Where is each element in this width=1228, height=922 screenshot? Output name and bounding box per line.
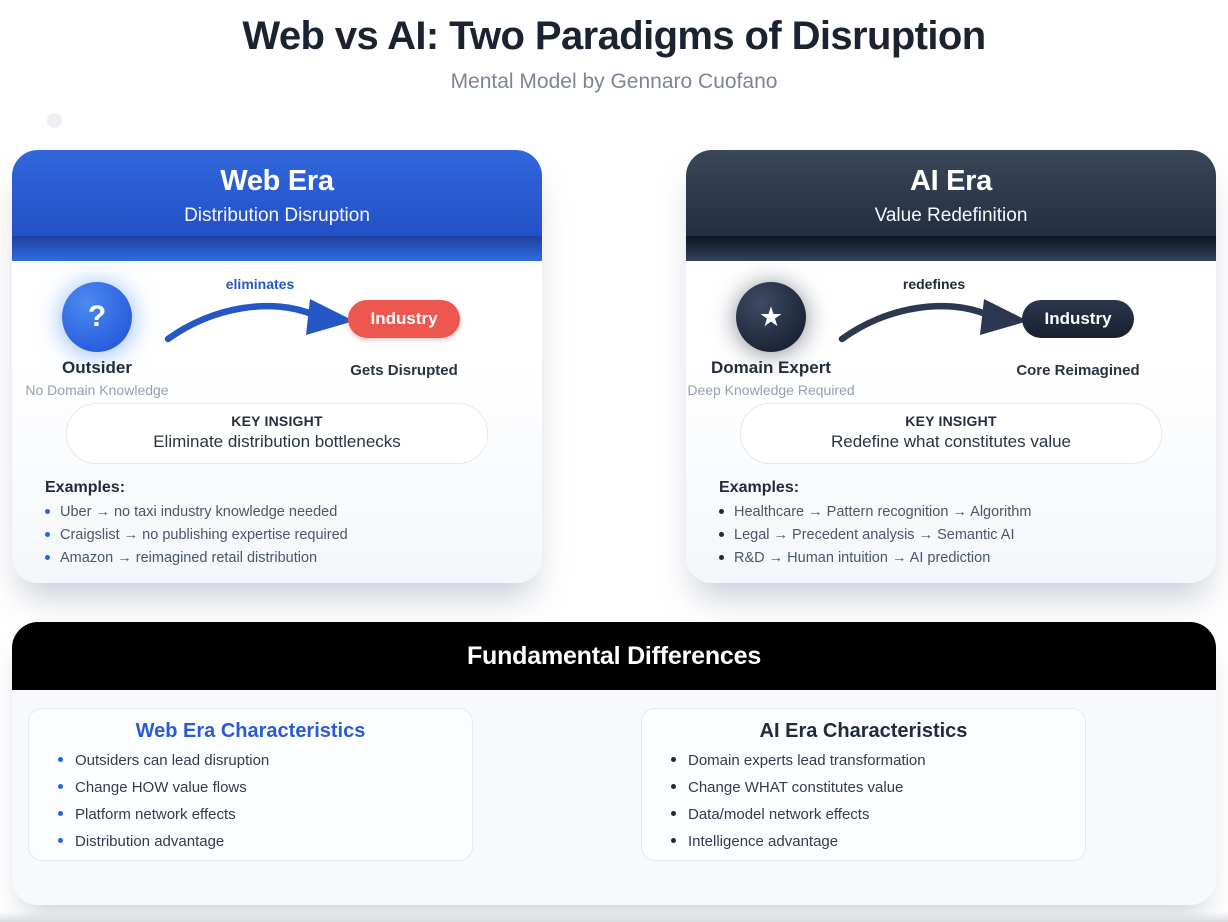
characteristic-text: Domain experts lead transformation	[688, 752, 926, 769]
list-item: Healthcare → Pattern recognition → Algor…	[719, 504, 1198, 520]
bottom-edge-shadow	[0, 911, 1228, 922]
curved-arrow-icon	[838, 299, 1028, 343]
web-era-header-band	[12, 236, 542, 261]
characteristic-text: Intelligence advantage	[688, 833, 839, 850]
question-mark-icon: ?	[62, 282, 132, 352]
page-title: Web vs AI: Two Paradigms of Disruption	[242, 14, 986, 58]
example-text: Uber → no taxi industry knowledge needed	[60, 504, 338, 520]
web-key-insight-box: KEY INSIGHT Eliminate distribution bottl…	[66, 403, 488, 464]
ai-examples: Examples: Healthcare → Pattern recogniti…	[686, 464, 1216, 567]
web-examples-heading: Examples:	[45, 479, 126, 496]
web-target-sublabel: Gets Disrupted	[350, 362, 458, 379]
web-era-header: Web Era Distribution Disruption	[12, 150, 542, 236]
example-text: Amazon → reimagined retail distribution	[60, 550, 318, 567]
list-item: Legal → Precedent analysis → Semantic AI	[719, 527, 1198, 544]
question-mark-glyph: ?	[87, 300, 107, 333]
ai-era-body: ★ redefines Industry Domain Expert Deep …	[686, 261, 1216, 583]
bullet-dot	[671, 757, 676, 762]
web-actor-label: Outsider	[62, 358, 132, 377]
web-industry-pill: Industry	[348, 300, 460, 338]
ai-era-characteristics-title: AI Era Characteristics	[759, 720, 968, 742]
ai-era-header-band	[686, 236, 1216, 261]
bullet-dot	[671, 811, 676, 816]
example-text: Legal → Precedent analysis → Semantic AI	[734, 527, 1015, 544]
bullet-dot	[58, 811, 63, 816]
page-subtitle: Mental Model by Gennaro Cuofano	[450, 70, 778, 93]
list-item: Platform network effects	[45, 805, 456, 824]
list-item: R&D → Human intuition → AI prediction	[719, 551, 1198, 566]
bullet-dot	[58, 838, 63, 843]
bullet-dot	[719, 509, 724, 514]
bullet-dot	[45, 532, 50, 538]
characteristic-text: Platform network effects	[75, 806, 236, 823]
ai-era-characteristics-card: AI Era Characteristics Domain experts le…	[641, 708, 1086, 861]
web-era-characteristics-title: Web Era Characteristics	[135, 720, 366, 742]
ai-key-insight-box: KEY INSIGHT Redefine what constitutes va…	[740, 403, 1162, 464]
ai-key-insight-heading: KEY INSIGHT	[905, 413, 997, 429]
bullet-dot	[719, 555, 724, 561]
ai-actor-label: Domain Expert	[711, 358, 831, 377]
characteristic-text: Outsiders can lead disruption	[75, 752, 270, 769]
fundamental-differences-section: Fundamental Differences Web Era Characte…	[12, 622, 1216, 905]
list-item: Amazon → reimagined retail distribution	[45, 551, 524, 566]
web-examples: Examples: Uber → no taxi industry knowle…	[12, 464, 542, 567]
bullet-dot	[671, 838, 676, 843]
characteristic-text: Data/model network effects	[688, 806, 870, 823]
web-era-body: ? eliminates Industry Outsider No Domain…	[12, 261, 542, 583]
web-era-diagram: ? eliminates Industry Outsider No Domain…	[12, 261, 542, 399]
ai-key-insight-text: Redefine what constitutes value	[830, 432, 1072, 451]
bullet-dot	[719, 532, 724, 538]
ai-actor-sublabel: Deep Knowledge Required	[687, 382, 855, 398]
web-era-title: Web Era	[220, 165, 334, 197]
fundamental-differences-header: Fundamental Differences	[12, 622, 1216, 690]
web-key-insight-text: Eliminate distribution bottlenecks	[153, 432, 401, 451]
ai-examples-heading: Examples:	[719, 479, 800, 496]
fundamental-differences-title: Fundamental Differences	[466, 641, 762, 670]
star-icon: ★	[736, 282, 806, 352]
web-era-card: Web Era Distribution Disruption ? elimin…	[12, 150, 542, 583]
ai-era-header: AI Era Value Redefinition	[686, 150, 1216, 236]
decorative-dot	[47, 113, 62, 128]
bullet-dot	[45, 555, 50, 561]
bullet-dot	[671, 784, 676, 789]
ai-target-sublabel: Core Reimagined	[1016, 362, 1140, 379]
ai-era-card: AI Era Value Redefinition ★ redefines In…	[686, 150, 1216, 583]
example-text: Craigslist → no publishing expertise req…	[60, 527, 348, 544]
list-item: Change WHAT constitutes value	[658, 778, 1069, 797]
ai-industry-pill: Industry	[1022, 300, 1134, 338]
list-item: Uber → no taxi industry knowledge needed	[45, 504, 524, 520]
fundamental-differences-body: Web Era Characteristics Outsiders can le…	[12, 690, 1216, 861]
characteristic-text: Change WHAT constitutes value	[688, 779, 904, 796]
list-item: Outsiders can lead disruption	[45, 751, 456, 770]
characteristic-text: Change HOW value flows	[75, 779, 247, 796]
bullet-dot	[58, 784, 63, 789]
star-glyph: ★	[758, 301, 784, 332]
ai-era-subtitle: Value Redefinition	[874, 205, 1028, 226]
list-item: Data/model network effects	[658, 805, 1069, 824]
list-item: Intelligence advantage	[658, 832, 1069, 851]
list-item: Change HOW value flows	[45, 778, 456, 797]
ai-era-title: AI Era	[909, 165, 992, 197]
ai-era-diagram: ★ redefines Industry Domain Expert Deep …	[686, 261, 1216, 399]
example-text: Healthcare → Pattern recognition → Algor…	[734, 504, 1032, 520]
era-cards-row: Web Era Distribution Disruption ? elimin…	[12, 150, 1216, 583]
web-key-insight-heading: KEY INSIGHT	[231, 413, 323, 429]
bullet-dot	[45, 509, 50, 514]
web-actor-sublabel: No Domain Knowledge	[25, 382, 169, 398]
curved-arrow-icon	[164, 299, 354, 343]
bullet-dot	[58, 757, 63, 762]
ai-arrow-label: redefines	[902, 276, 966, 292]
web-arrow-label: eliminates	[225, 276, 295, 292]
web-era-subtitle: Distribution Disruption	[184, 205, 370, 226]
example-text: R&D → Human intuition → AI prediction	[734, 550, 991, 567]
list-item: Distribution advantage	[45, 832, 456, 851]
list-item: Craigslist → no publishing expertise req…	[45, 527, 524, 544]
characteristic-text: Distribution advantage	[75, 833, 225, 850]
web-era-characteristics-card: Web Era Characteristics Outsiders can le…	[28, 708, 473, 861]
list-item: Domain experts lead transformation	[658, 751, 1069, 770]
